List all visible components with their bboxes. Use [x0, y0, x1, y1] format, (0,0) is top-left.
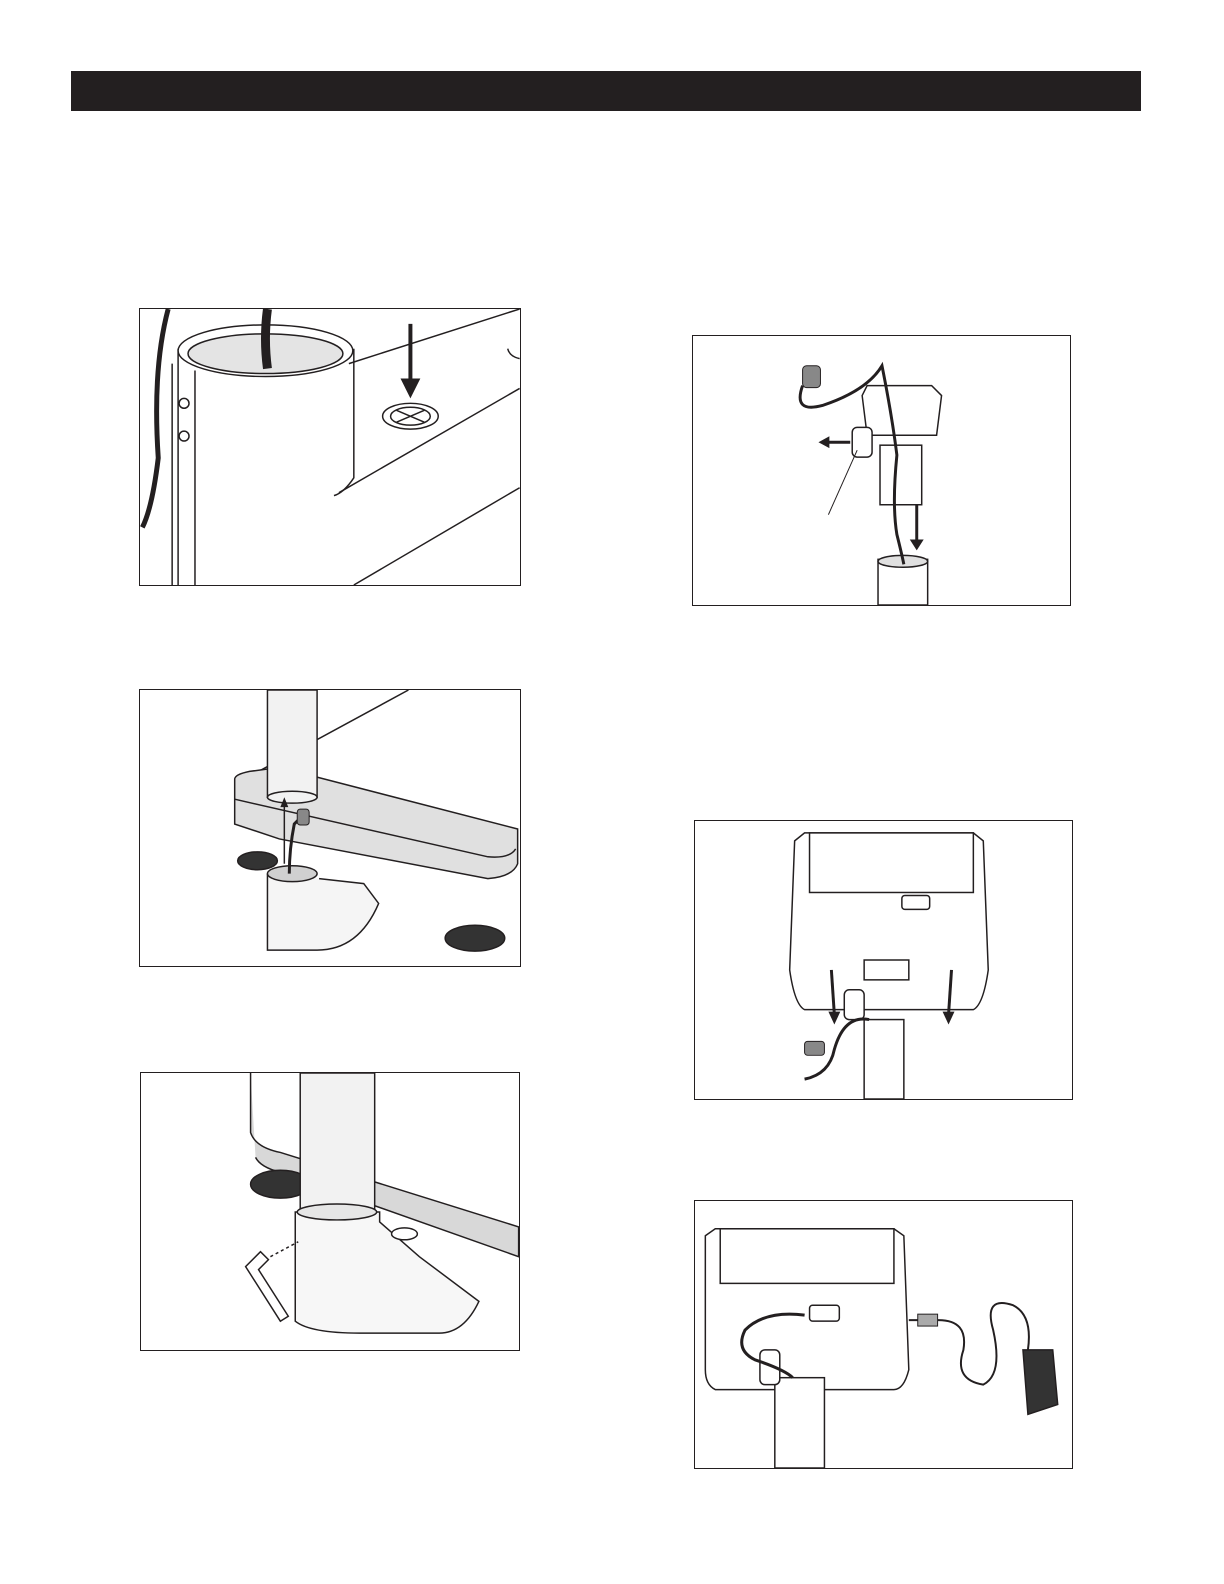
indicator-attach-illustration — [695, 821, 1072, 1099]
section-header-bar — [71, 71, 1141, 111]
power-connect-illustration — [695, 1201, 1072, 1468]
figure-bracket-mount — [692, 335, 1071, 606]
hex-key-illustration — [141, 1073, 519, 1350]
pole-socket-illustration — [140, 309, 520, 585]
figure-indicator-attach — [694, 820, 1073, 1100]
bracket-mount-illustration — [693, 336, 1070, 605]
figure-power-connect — [694, 1200, 1073, 1469]
figure-cable-routing — [139, 689, 521, 967]
figure-hex-key-secure — [140, 1072, 520, 1351]
figure-pole-socket — [139, 308, 521, 586]
cable-routing-illustration — [140, 690, 520, 966]
